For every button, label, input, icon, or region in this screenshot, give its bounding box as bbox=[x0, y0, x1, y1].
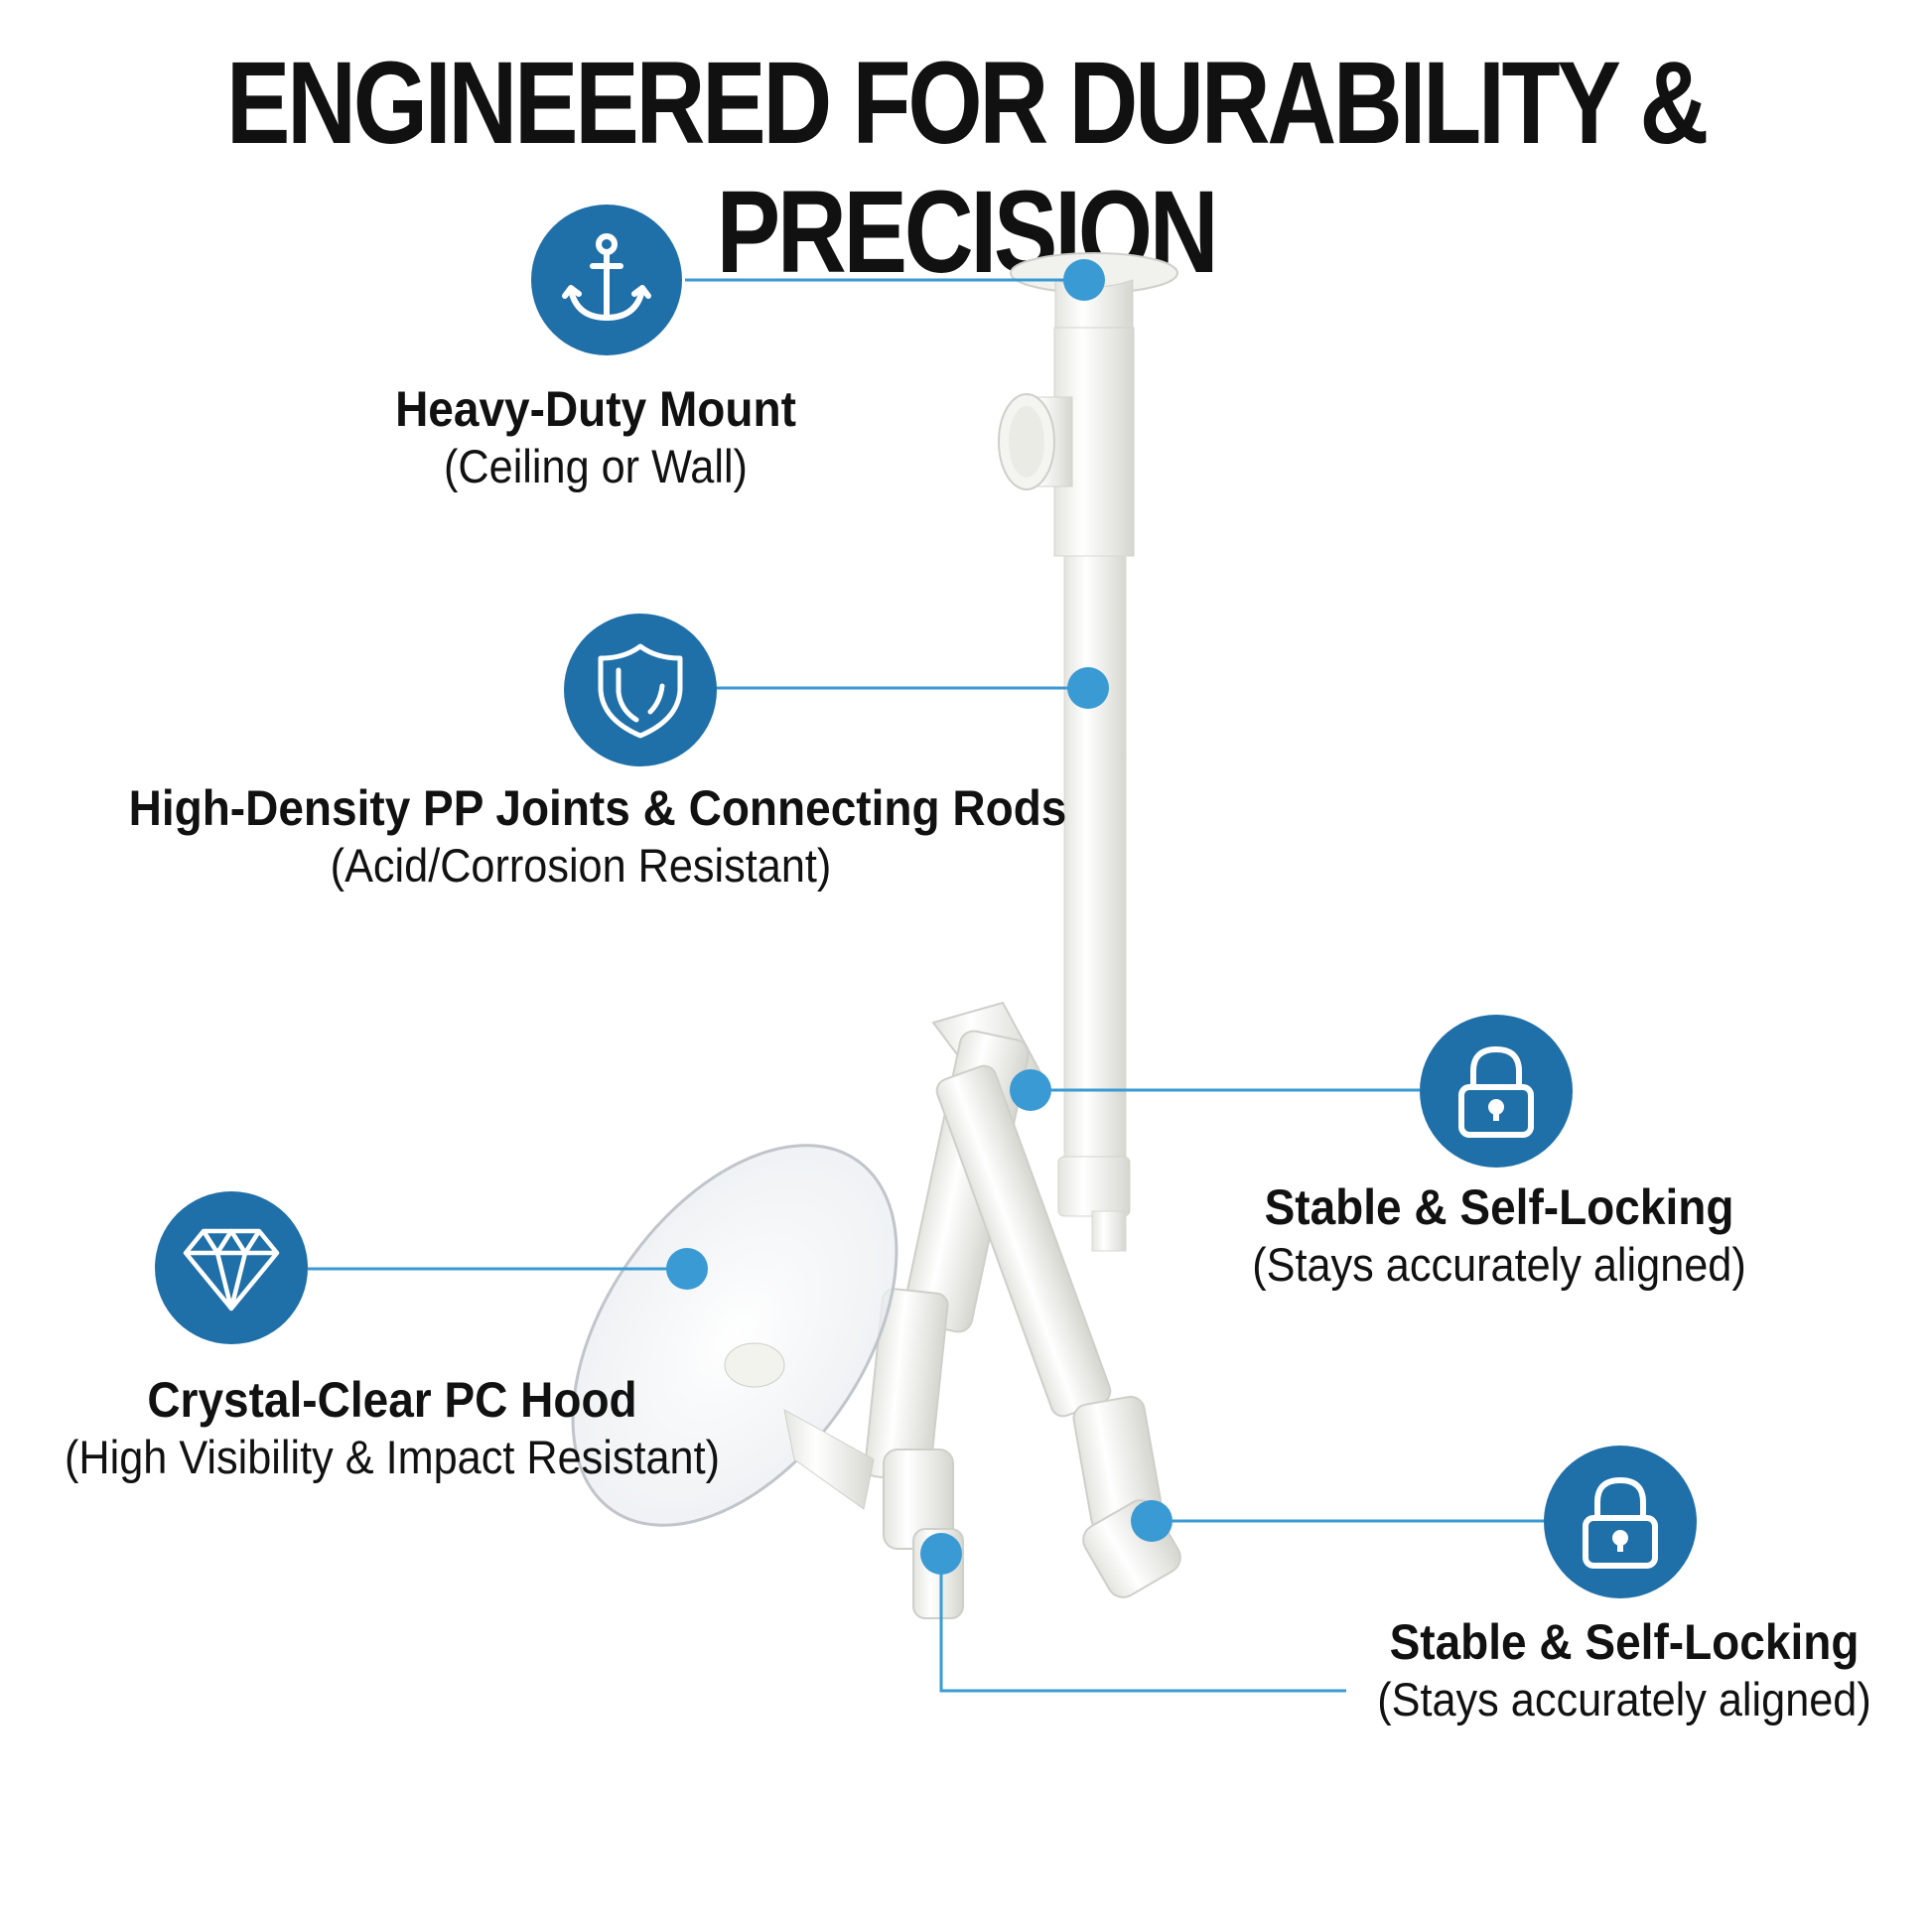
feature-lock-label-1: Stable & Self-Locking (Stays accurately … bbox=[1201, 1179, 1797, 1293]
feature-subtitle: (High Visibility & Impact Resistant) bbox=[64, 1430, 721, 1483]
page-title: ENGINEERED FOR DURABILITY & PRECISION bbox=[225, 38, 1709, 298]
vertical-column bbox=[1053, 327, 1135, 1252]
feature-title: Heavy-Duty Mount bbox=[395, 381, 796, 437]
side-outlet bbox=[998, 393, 1073, 490]
feature-title: Stable & Self-Locking bbox=[1389, 1614, 1860, 1670]
shield-icon bbox=[564, 614, 717, 766]
feature-title: Crystal-Clear PC Hood bbox=[147, 1372, 637, 1428]
feature-subtitle: (Stays accurately aligned) bbox=[1377, 1672, 1871, 1725]
feature-title: High-Density PP Joints & Connecting Rods bbox=[128, 780, 1067, 836]
anchor-icon bbox=[531, 205, 682, 355]
feature-joints-label: High-Density PP Joints & Connecting Rods… bbox=[89, 780, 1072, 894]
callout-lines bbox=[308, 278, 1544, 1693]
feature-subtitle: (Stays accurately aligned) bbox=[1252, 1237, 1746, 1291]
feature-hood-label: Crystal-Clear PC Hood (High Visibility &… bbox=[20, 1372, 764, 1485]
feature-lock-label-2: Stable & Self-Locking (Stays accurately … bbox=[1326, 1614, 1922, 1727]
lock-icon bbox=[1544, 1446, 1697, 1598]
lock-icon bbox=[1420, 1015, 1573, 1168]
callout-dots bbox=[666, 259, 1173, 1575]
diamond-icon bbox=[155, 1191, 308, 1344]
feature-subtitle: (Acid/Corrosion Resistant) bbox=[330, 838, 832, 892]
clear-hood bbox=[571, 1144, 898, 1527]
articulated-arm bbox=[864, 1001, 1181, 1619]
feature-mount-label: Heavy-Duty Mount (Ceiling or Wall) bbox=[298, 381, 894, 494]
feature-subtitle: (Ceiling or Wall) bbox=[444, 439, 748, 492]
feature-title: Stable & Self-Locking bbox=[1264, 1179, 1734, 1235]
